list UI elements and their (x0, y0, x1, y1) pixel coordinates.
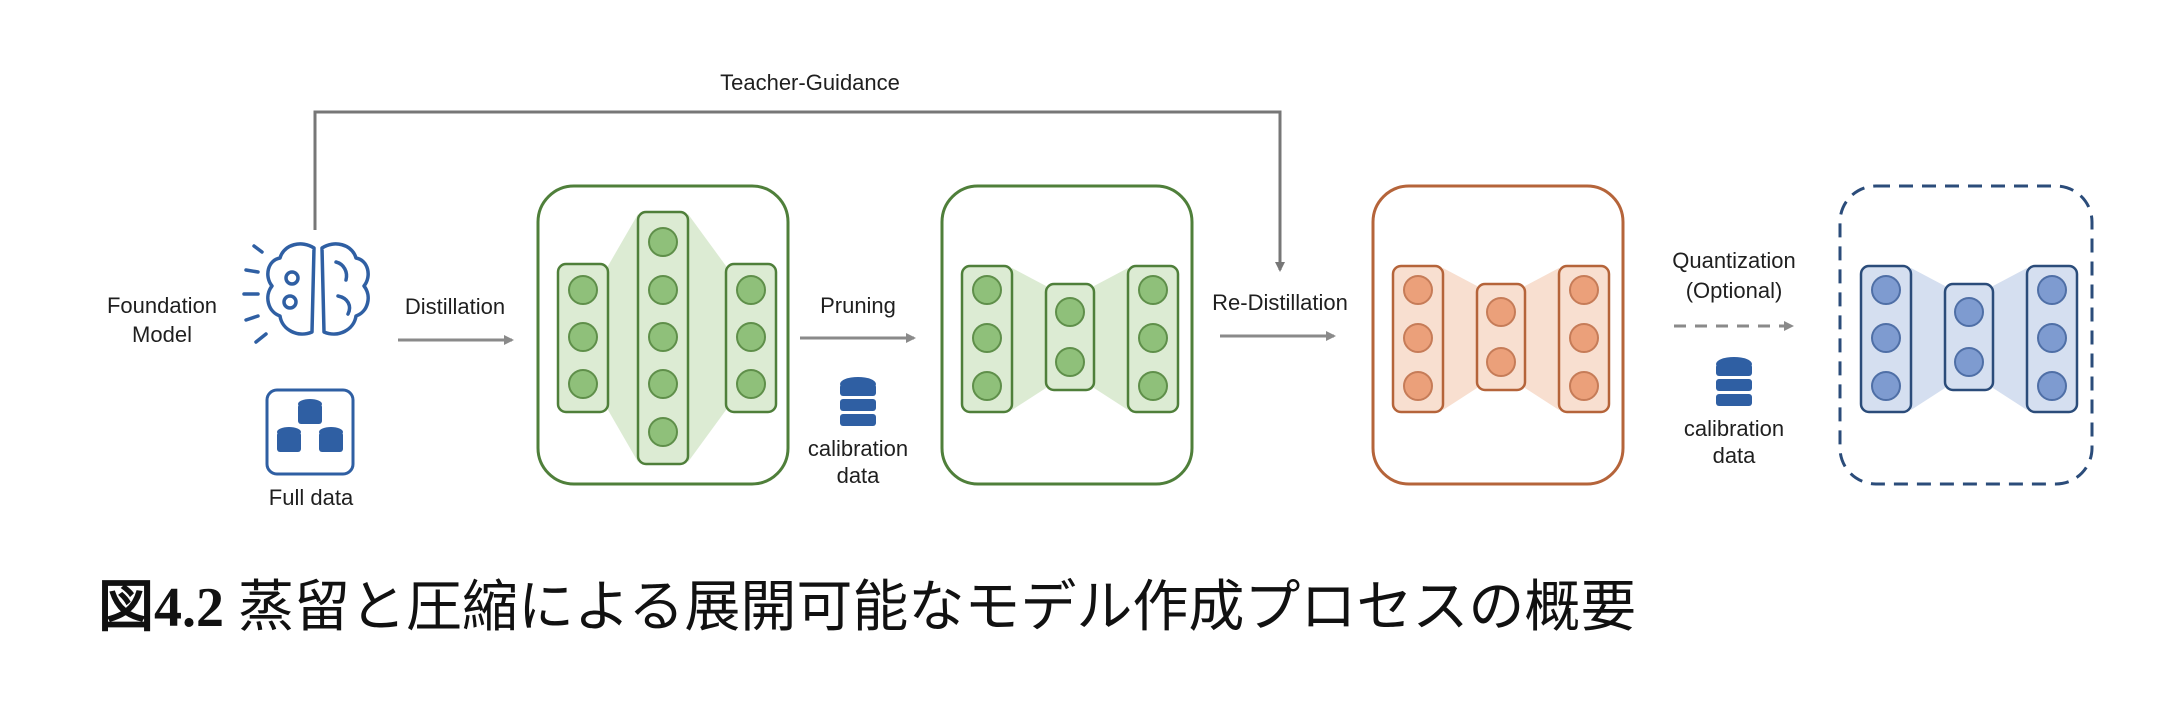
teacher-guidance-label: Teacher-Guidance (720, 70, 900, 95)
re-distilled-model (1371, 184, 1625, 486)
re-distillation-label: Re-Distillation (1212, 290, 1348, 315)
database-icon (840, 377, 876, 426)
calibration-data-label-2-line2: data (1713, 443, 1757, 468)
foundation-model-label-line2: Model (132, 322, 192, 347)
figure-number: 図4.2 (98, 577, 224, 639)
quantized-model (1838, 184, 2094, 486)
quantization-label-line1: Quantization (1672, 248, 1796, 273)
figure-caption: 図4.2 蒸留と圧縮による展開可能なモデル作成プロセスの概要 (98, 568, 1636, 648)
calibration-data-label-2-line1: calibration (1684, 416, 1784, 441)
brain-icon (242, 242, 370, 344)
figure-caption-text: 蒸留と圧縮による展開可能なモデル作成プロセスの概要 (238, 577, 1637, 639)
teacher-distilled-model (536, 184, 790, 486)
teacher-guidance-line (313, 110, 1285, 272)
calibration-data-label-1-line2: data (837, 463, 881, 488)
full-data-icon (265, 388, 355, 476)
foundation-model-label-line1: Foundation (107, 293, 217, 318)
pruning-label: Pruning (820, 293, 896, 318)
quantization-label-line2: (Optional) (1686, 278, 1783, 303)
distillation-label: Distillation (405, 294, 505, 319)
full-data-label: Full data (269, 485, 354, 510)
pruned-model (940, 184, 1194, 486)
calibration-data-label-1-line1: calibration (808, 436, 908, 461)
database-icon (1716, 357, 1752, 406)
